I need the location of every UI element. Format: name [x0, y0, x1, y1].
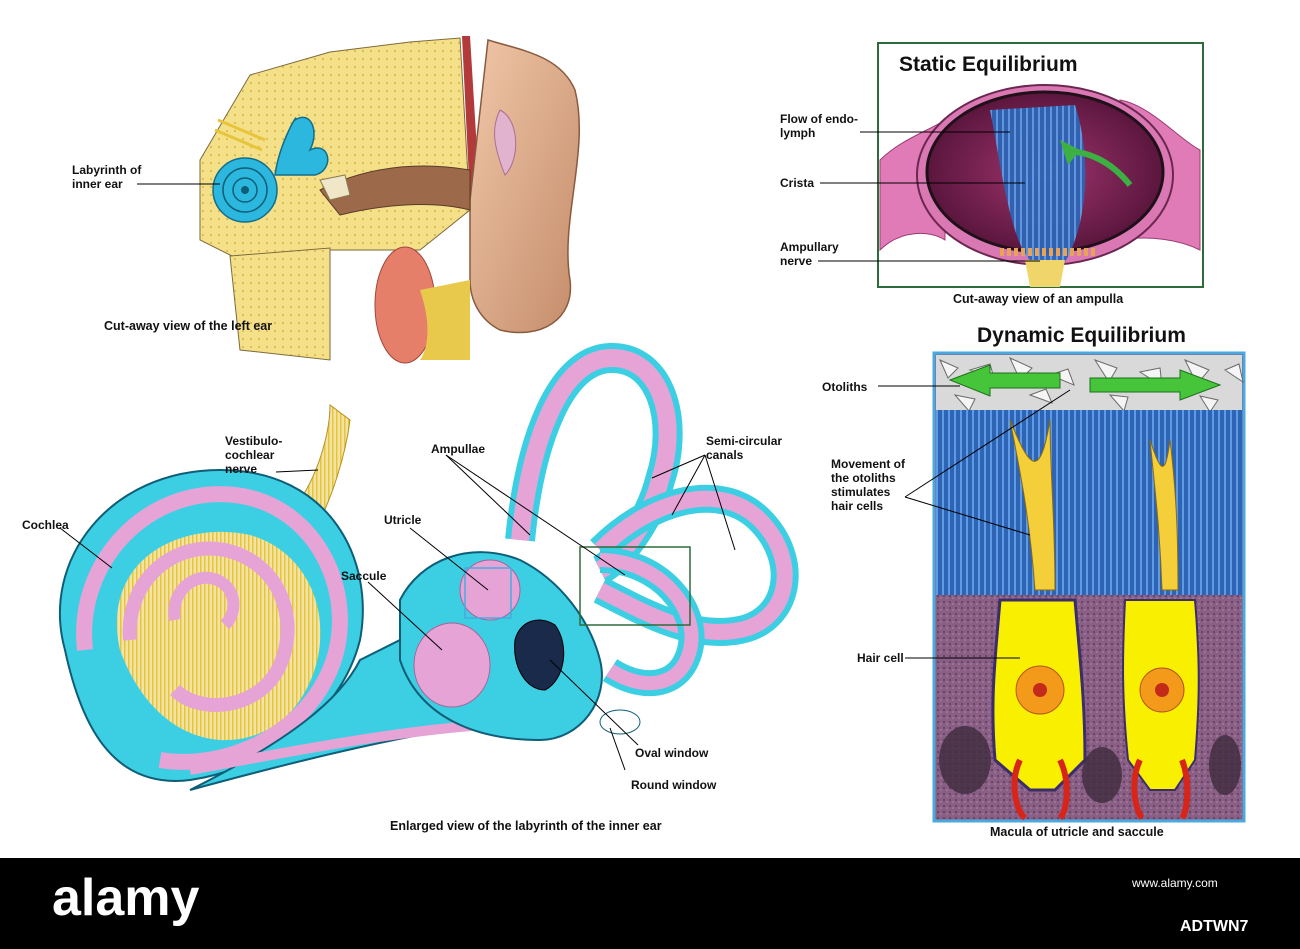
- semicircular-canals-label: Semi-circular canals: [706, 434, 783, 462]
- dynamic-equilibrium-panel: [932, 351, 1246, 823]
- labyrinth-caption: Enlarged view of the labyrinth of the in…: [390, 819, 662, 833]
- dynamic-equilibrium-title: Dynamic Equilibrium: [977, 324, 1186, 347]
- dynamic-caption: Macula of utricle and saccule: [990, 825, 1164, 839]
- vestibulocochlear-nerve-label: Vestibulo- cochlear nerve: [225, 434, 283, 476]
- crista-label: Crista: [780, 176, 815, 190]
- otoliths-label: Otoliths: [822, 380, 868, 394]
- labyrinth-illustration: [59, 343, 799, 791]
- ear-cutaway-illustration: [199, 36, 581, 364]
- ampullary-nerve-label: Ampullary nerve: [780, 240, 839, 268]
- movement-of-otoliths-label: Movement of the otoliths stimulates hair…: [831, 457, 906, 513]
- static-caption: Cut-away view of an ampulla: [953, 292, 1124, 306]
- cochlea-label: Cochlea: [22, 518, 69, 532]
- hair-cell-label: Hair cell: [857, 651, 904, 665]
- alamy-logo: alamy: [52, 873, 200, 927]
- static-equilibrium-title: Static Equilibrium: [899, 53, 1078, 76]
- static-equilibrium-panel: [877, 42, 1204, 288]
- alamy-url: www.alamy.com: [1132, 876, 1218, 890]
- ear-caption: Cut-away view of the left ear: [104, 319, 273, 333]
- leader-lines: [59, 131, 1071, 771]
- alamy-logo-text: alamy: [52, 873, 200, 927]
- utricle-label: Utricle: [384, 513, 422, 527]
- image-id: ADTWN7: [1180, 918, 1249, 935]
- labyrinth-of-inner-ear-label: Labyrinth of inner ear: [72, 163, 142, 191]
- saccule-label: Saccule: [341, 569, 387, 583]
- watermark-footer: [0, 858, 1300, 949]
- oval-window-label: Oval window: [635, 746, 709, 760]
- flow-of-endolymph-label: Flow of endo- lymph: [780, 112, 858, 140]
- illustration-canvas: [59, 36, 1246, 823]
- ampullae-label: Ampullae: [431, 442, 486, 456]
- round-window-label: Round window: [631, 778, 717, 792]
